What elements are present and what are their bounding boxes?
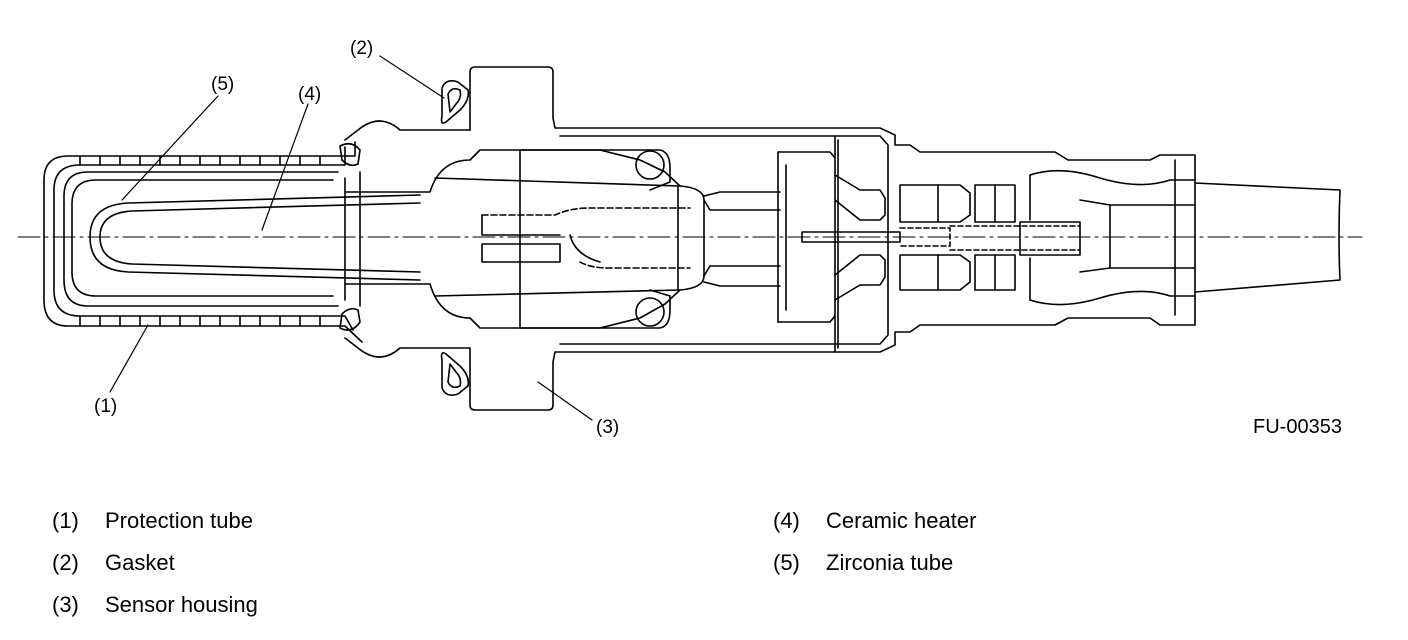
callout-4: (4): [298, 84, 321, 105]
legend-number: (3): [52, 592, 79, 617]
legend-number: (5): [773, 550, 800, 575]
gasket-shape: [440, 80, 470, 396]
legend-item-gasket: (2) Gasket: [52, 550, 175, 576]
callout-leader-2: [379, 55, 445, 99]
callout-5: (5): [211, 74, 234, 95]
figure-id: FU-00353: [1253, 416, 1342, 438]
terminal-section-shape: [703, 151, 1196, 323]
callout-2: (2): [350, 38, 373, 59]
callout-leader-1: [109, 324, 149, 393]
legend-label: Sensor housing: [105, 592, 258, 617]
legend-item-zirconia-tube: (5) Zirconia tube: [773, 550, 953, 576]
callout-leader-5: [121, 95, 219, 201]
sensor-housing-shape: [344, 66, 1196, 411]
legend-item-sensor-housing: (3) Sensor housing: [52, 592, 258, 618]
callout-1: (1): [94, 396, 117, 417]
zirconia-tube-shape: [89, 194, 421, 281]
legend-number: (1): [52, 508, 79, 533]
oxygen-sensor-cross-section: (1) (2) (3) (4) (5): [17, 38, 1363, 438]
legend-label: Protection tube: [105, 508, 253, 533]
protection-tube-shape: [43, 141, 363, 343]
sensor-cable-shape: [1194, 182, 1341, 293]
legend-number: (4): [773, 508, 800, 533]
legend-label: Zirconia tube: [826, 550, 954, 575]
callout-leader-4: [261, 103, 309, 231]
callout-3: (3): [596, 417, 619, 438]
legend-number: (2): [52, 550, 79, 575]
legend-item-ceramic-heater: (4) Ceramic heater: [773, 508, 976, 534]
legend-label: Ceramic heater: [826, 508, 977, 533]
legend-item-protection-tube: (1) Protection tube: [52, 508, 253, 534]
legend-label: Gasket: [105, 550, 175, 575]
callout-leader-3: [537, 381, 593, 421]
ceramic-heater-shape: [434, 177, 705, 297]
